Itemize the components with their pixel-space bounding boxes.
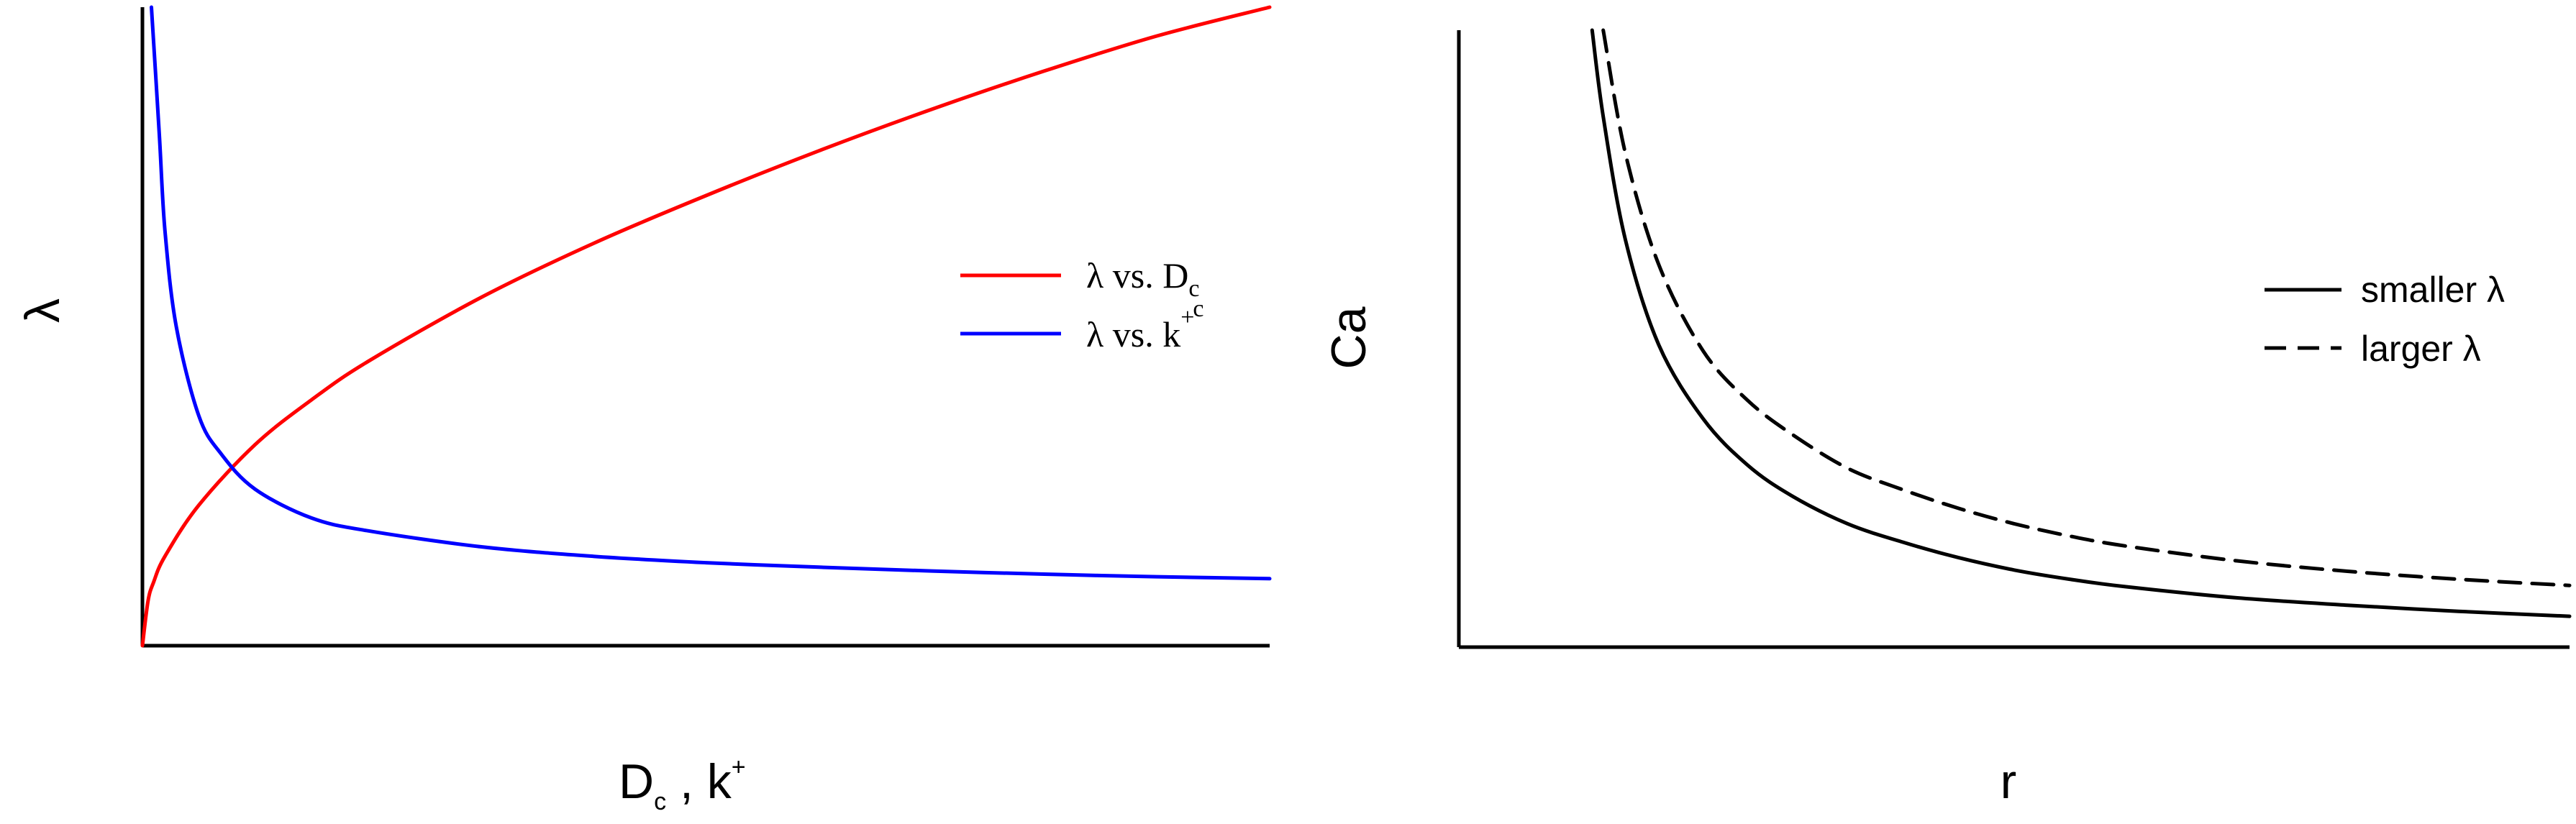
line-series-lambda-vs-k-plus: [150, 5, 1272, 581]
legend-label-smaller-lambda: smaller λ: [2361, 270, 2505, 310]
left-legend: λ vs. Dc λ vs. k+c: [960, 255, 1203, 354]
right-y-axis-title: Ca: [1321, 306, 1376, 369]
left-x-axis-title: Dc , k+: [619, 754, 746, 815]
line-series-larger-lambda: [1601, 28, 2572, 587]
left-panel: λ Dc , k+ λ vs. Dc λ vs. k+c: [15, 5, 1272, 815]
right-panel: Ca r smaller λ larger λ: [1321, 28, 2572, 809]
legend-label-lambda-vs-k-plus: λ vs. k+c: [1086, 296, 1203, 354]
line-series-lambda-vs-dc: [140, 5, 1272, 648]
legend-label-larger-lambda: larger λ: [2361, 329, 2481, 369]
right-legend: smaller λ larger λ: [2265, 270, 2505, 369]
legend-label-lambda-vs-dc: λ vs. Dc: [1086, 255, 1199, 302]
right-x-axis-title: r: [2001, 754, 2017, 809]
line-series-smaller-lambda: [1590, 28, 2572, 618]
left-y-axis-title: λ: [15, 298, 70, 323]
